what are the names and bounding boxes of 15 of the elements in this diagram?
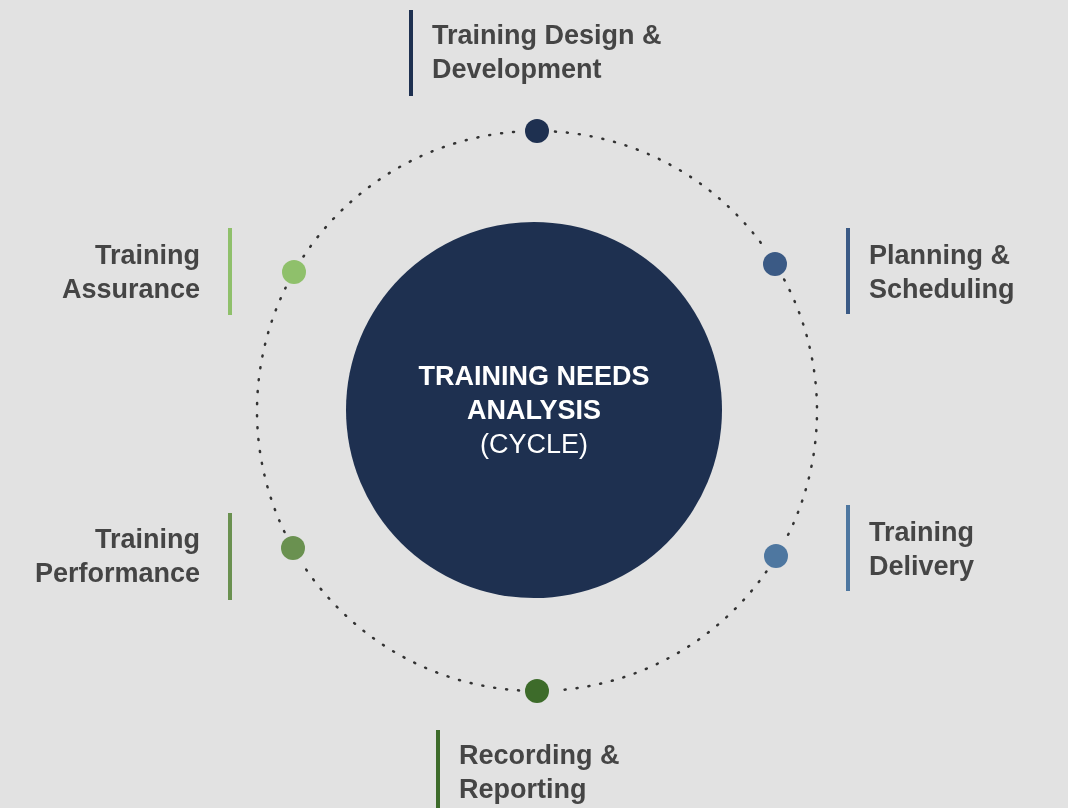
dot-marker (280, 536, 305, 560)
center-subtitle: (CYCLE) (480, 428, 588, 461)
step-label: Training Design & Development (432, 19, 663, 86)
step-label: Recording & Reporting (459, 739, 621, 806)
step-label: Training Performance (33, 523, 200, 590)
dot-marker (525, 679, 549, 703)
step-label: Training Assurance (60, 239, 200, 306)
dot-marker (282, 259, 306, 284)
dot-marker (525, 119, 549, 143)
center-title: TRAINING NEEDS ANALYSIS (417, 360, 651, 427)
dotted-arc (256, 286, 287, 534)
dot-marker (764, 544, 789, 569)
step-label: Training Delivery (869, 516, 976, 583)
dot-marker (763, 251, 788, 276)
step-label: Planning & Scheduling (869, 239, 1016, 306)
